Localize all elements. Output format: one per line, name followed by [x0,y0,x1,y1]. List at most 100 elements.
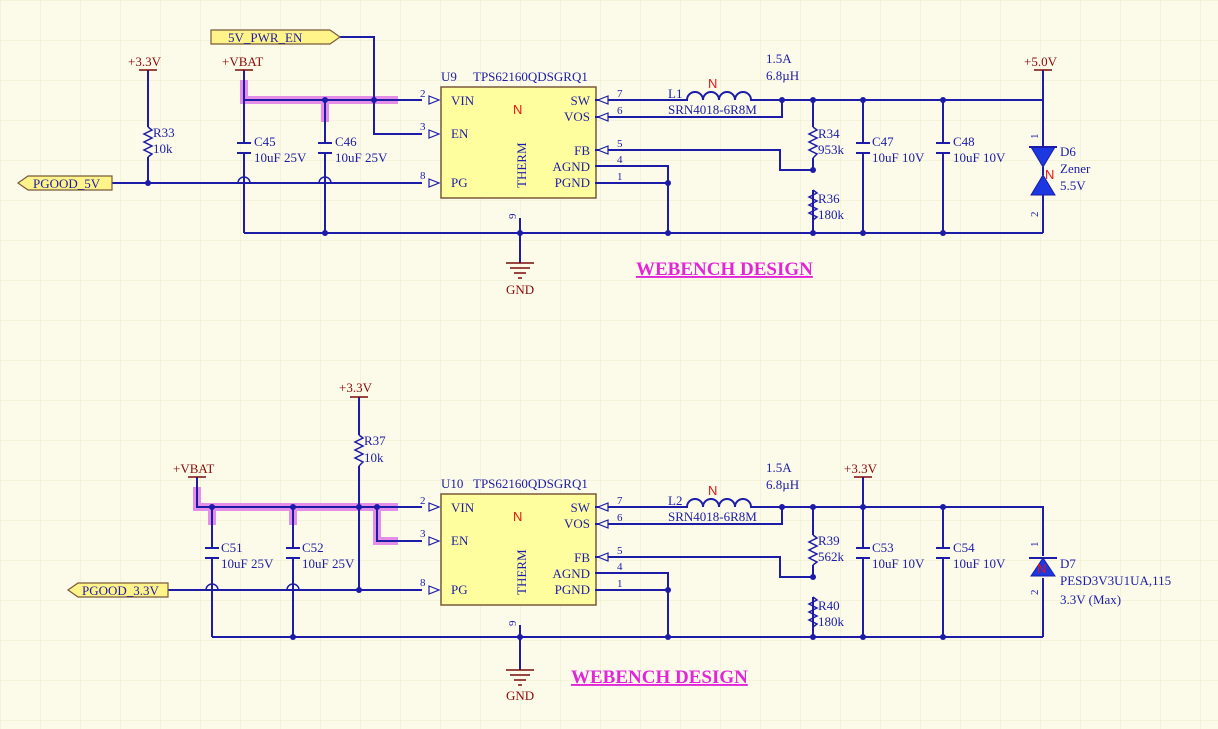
r33-ref: R33 [153,125,175,140]
u9-ic-body[interactable] [440,86,597,199]
l1-current: 1.5A [766,51,792,66]
c51-ref: C51 [221,540,243,555]
d6-n-marker: N [1045,167,1054,182]
l1-part: SRN4018-6R8M [668,102,757,117]
u9-pinnum-vos: 6 [617,105,623,117]
r40-resistor[interactable] [807,596,819,628]
u10-pin-pg: PG [451,582,468,597]
d6-pin2: 2 [1029,212,1041,218]
u9-pinnum-en: 3 [420,121,426,133]
u9-ref: U9 [441,69,457,84]
r36-ref: R36 [818,191,840,206]
r36-value: 180k [818,207,845,222]
c45-capacitor[interactable] [237,142,251,154]
c47-ref: C47 [872,134,894,149]
c53-ref: C53 [872,540,894,555]
bottom-gnd-label: GND [506,688,534,703]
bottom-vbat-label: +VBAT [173,461,214,476]
port-pgood-3v3[interactable] [66,582,169,598]
c48-capacitor[interactable] [936,142,950,154]
l2-part: SRN4018-6R8M [668,509,757,524]
r36-resistor[interactable] [807,189,819,221]
u10-pinnum-agnd: 4 [617,561,623,573]
u10-pinnum-pg: 8 [420,577,426,589]
u9-pinnum-agnd: 4 [617,154,623,166]
d6-ref: D6 [1060,144,1076,159]
top-5v0-label: +5.0V [1024,54,1058,69]
c52-capacitor[interactable] [286,547,300,559]
r34-value: 953k [818,142,845,157]
bottom-pin-arrows [428,502,609,595]
d7-tvs-diode[interactable] [1030,557,1056,577]
bottom-gnd-symbol [506,669,534,686]
r37-resistor[interactable] [353,434,365,467]
l1-inductor[interactable] [677,91,768,101]
c46-capacitor[interactable] [318,142,332,154]
u9-pin-agnd: AGND [552,159,590,174]
port-5v-pwr-en[interactable] [210,29,342,45]
u10-pin-vin: VIN [451,500,475,515]
c51-capacitor[interactable] [205,547,219,559]
top-3v3-label: +3.3V [128,54,162,69]
c48-ref: C48 [953,134,975,149]
d7-value: 3.3V (Max) [1060,592,1121,607]
l1-n-marker: N [708,76,717,91]
u10-pin-vos: VOS [564,516,590,531]
u10-pin-pgnd: PGND [555,582,590,597]
u9-pin-vos: VOS [564,109,590,124]
u9-pin-sw: SW [571,93,591,108]
u9-n-marker: N [513,102,522,117]
r33-value: 10k [153,141,173,156]
c52-value: 10uF 25V [302,556,355,571]
u10-pinnum-sw: 7 [617,495,623,507]
c45-ref: C45 [254,134,276,149]
u10-pin-agnd: AGND [552,566,590,581]
u10-pin-en: EN [451,533,469,548]
l2-value: 6.8µH [766,477,799,492]
top-gnd-symbol [506,262,534,279]
r33-resistor[interactable] [142,126,154,158]
bottom-circuit: U10 TPS62160QDSGRQ1 VIN EN PG SW VOS FB … [66,380,1171,703]
bottom-webench-label[interactable]: WEBENCH DESIGN [571,667,748,688]
l1-ref: L1 [668,86,682,101]
u9-pinnum-vin: 2 [420,88,426,100]
top-pin-arrows [428,95,609,188]
u10-ic-body[interactable] [440,493,597,606]
u10-ref: U10 [441,476,463,491]
top-vbat-label: +VBAT [222,54,263,69]
r37-value: 10k [364,450,384,465]
c54-capacitor[interactable] [936,547,950,559]
port-pgood-5v-label: PGOOD_5V [33,176,101,191]
top-circuit: U9 TPS62160QDSGRQ1 VIN EN PG SW VOS FB A… [16,29,1091,297]
u10-pinnum-pgnd: 1 [617,578,623,590]
r34-resistor[interactable] [807,126,819,159]
u9-pin-pgnd: PGND [555,175,590,190]
u10-therm: THERM [514,549,529,595]
u10-pinnum-therm: 9 [507,620,519,626]
c48-value: 10uF 10V [953,150,1006,165]
port-pgood-5v[interactable] [16,175,113,191]
u9-pin-pg: PG [451,175,468,190]
l2-inductor[interactable] [677,498,768,508]
u10-n-marker: N [513,509,522,524]
d6-pin1: 1 [1029,134,1041,140]
port-5v-pwr-en-label: 5V_PWR_EN [228,30,303,45]
top-webench-label[interactable]: WEBENCH DESIGN [636,259,813,280]
r37-ref: R37 [364,433,386,448]
c54-ref: C54 [953,540,975,555]
bottom-crossover-hops [205,583,300,591]
r39-value: 562k [818,549,845,564]
c53-value: 10uF 10V [872,556,925,571]
c47-capacitor[interactable] [856,142,870,154]
u9-pinnum-pg: 8 [420,170,426,182]
c53-capacitor[interactable] [856,547,870,559]
u10-pinnum-vin: 2 [420,495,426,507]
u9-part: TPS62160QDSGRQ1 [473,69,588,84]
r39-resistor[interactable] [807,534,819,566]
c47-value: 10uF 10V [872,150,925,165]
bottom-wires [168,397,1044,670]
u10-part: TPS62160QDSGRQ1 [473,476,588,491]
u10-pinnum-en: 3 [420,528,426,540]
